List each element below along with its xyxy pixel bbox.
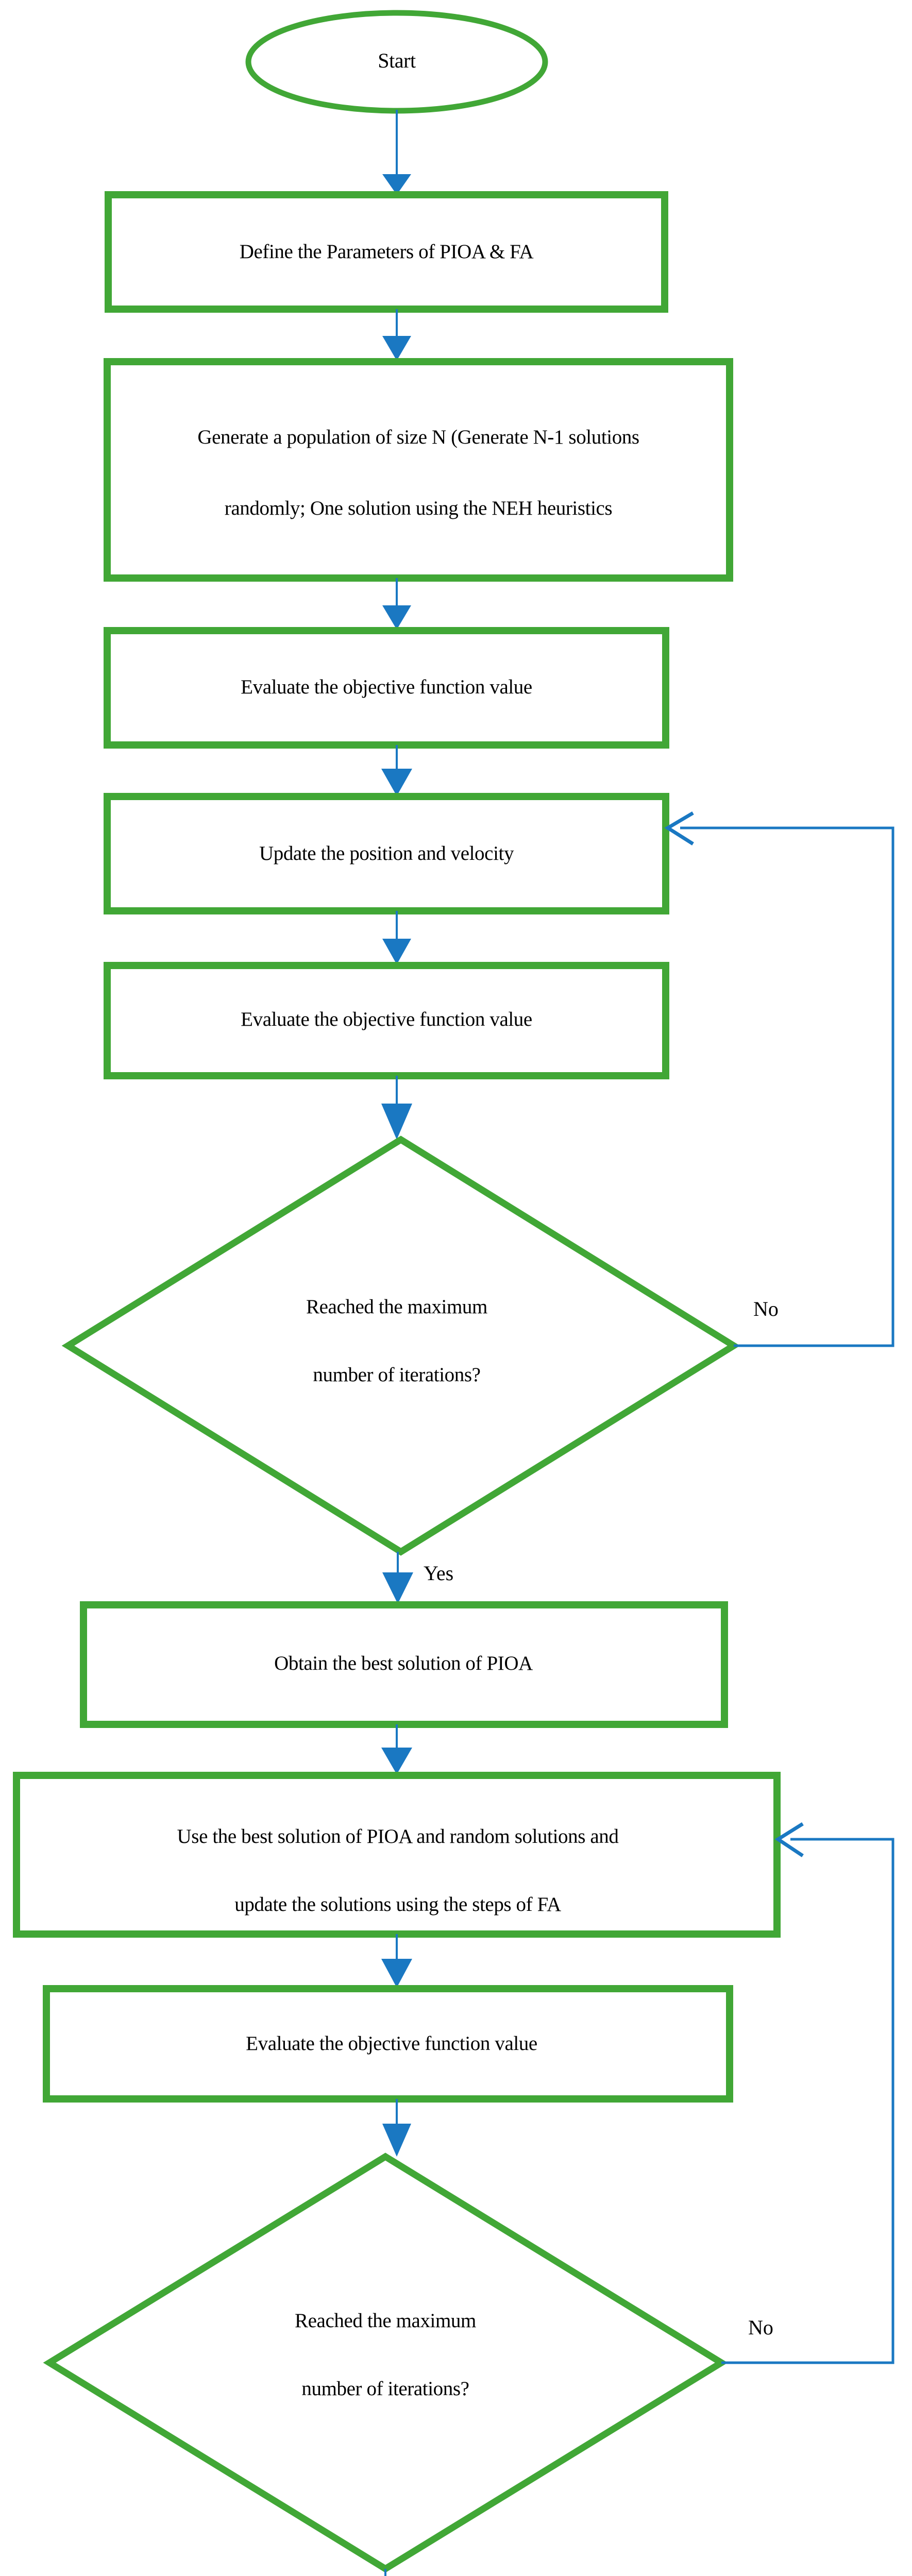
- connector-update-to-evaluate2: [382, 911, 411, 964]
- connector-decision2-no-feedback: [721, 1822, 894, 2364]
- decision-2-line2: number of iterations?: [301, 2378, 469, 2400]
- decision-1-no-label: No: [753, 1297, 779, 1320]
- decision-1-line2: number of iterations?: [313, 1364, 480, 1386]
- decision-1-diamond: [61, 1136, 740, 1556]
- use-best-fa-line2: update the solutions using the steps of …: [234, 1893, 561, 1916]
- evaluate-objective-3-label: Evaluate the objective function value: [246, 2032, 537, 2055]
- evaluate-objective-2-box: [104, 962, 669, 1079]
- use-best-fa-line1: Use the best solution of PIOA and random…: [177, 1825, 619, 1848]
- decision-2-no-label: No: [748, 2316, 773, 2339]
- decision-2-line1: Reached the maximum: [295, 2310, 476, 2332]
- connector-generate-to-evaluate1: [382, 578, 411, 630]
- connector-evaluate3-to-decision2: [382, 2099, 411, 2157]
- connector-evaluate2-to-decision1: [381, 1076, 412, 1140]
- evaluate-objective-3-box: [43, 1985, 733, 2103]
- decision-2-diamond: [43, 2153, 728, 2573]
- obtain-best-pioa-label: Obtain the best solution of PIOA: [274, 1652, 533, 1674]
- connector-decision2-yes: [384, 2569, 386, 2576]
- connector-define-to-generate: [382, 309, 411, 361]
- evaluate-objective-1-label: Evaluate the objective function value: [241, 676, 532, 698]
- connector-decision1-no-feedback: [664, 811, 894, 1347]
- connector-decision1-yes: [382, 1552, 413, 1604]
- update-position-velocity-label: Update the position and velocity: [259, 842, 514, 865]
- evaluate-objective-1-box: [104, 627, 669, 749]
- connector-evaluate1-to-update: [381, 745, 412, 796]
- obtain-best-pioa-box: [80, 1601, 728, 1728]
- update-position-velocity-box: [104, 793, 669, 914]
- define-parameters-label: Define the Parameters of PIOA & FA: [240, 241, 534, 263]
- connector-obtain-to-usebest: [381, 1724, 412, 1774]
- decision-1-yes-label: Yes: [424, 1562, 453, 1585]
- connector-usebest-to-evaluate3: [381, 1934, 412, 1988]
- decision-1-line1: Reached the maximum: [306, 1296, 487, 1318]
- start-terminal-label: Start: [378, 49, 416, 72]
- define-parameters-box: [105, 191, 668, 313]
- evaluate-objective-2-label: Evaluate the objective function value: [241, 1008, 532, 1030]
- generate-population-line2: randomly; One solution using the NEH heu…: [225, 497, 612, 519]
- generate-population-box: [104, 358, 733, 582]
- connector-start-to-define: [382, 110, 411, 195]
- generate-population-line1: Generate a population of size N (Generat…: [197, 426, 639, 448]
